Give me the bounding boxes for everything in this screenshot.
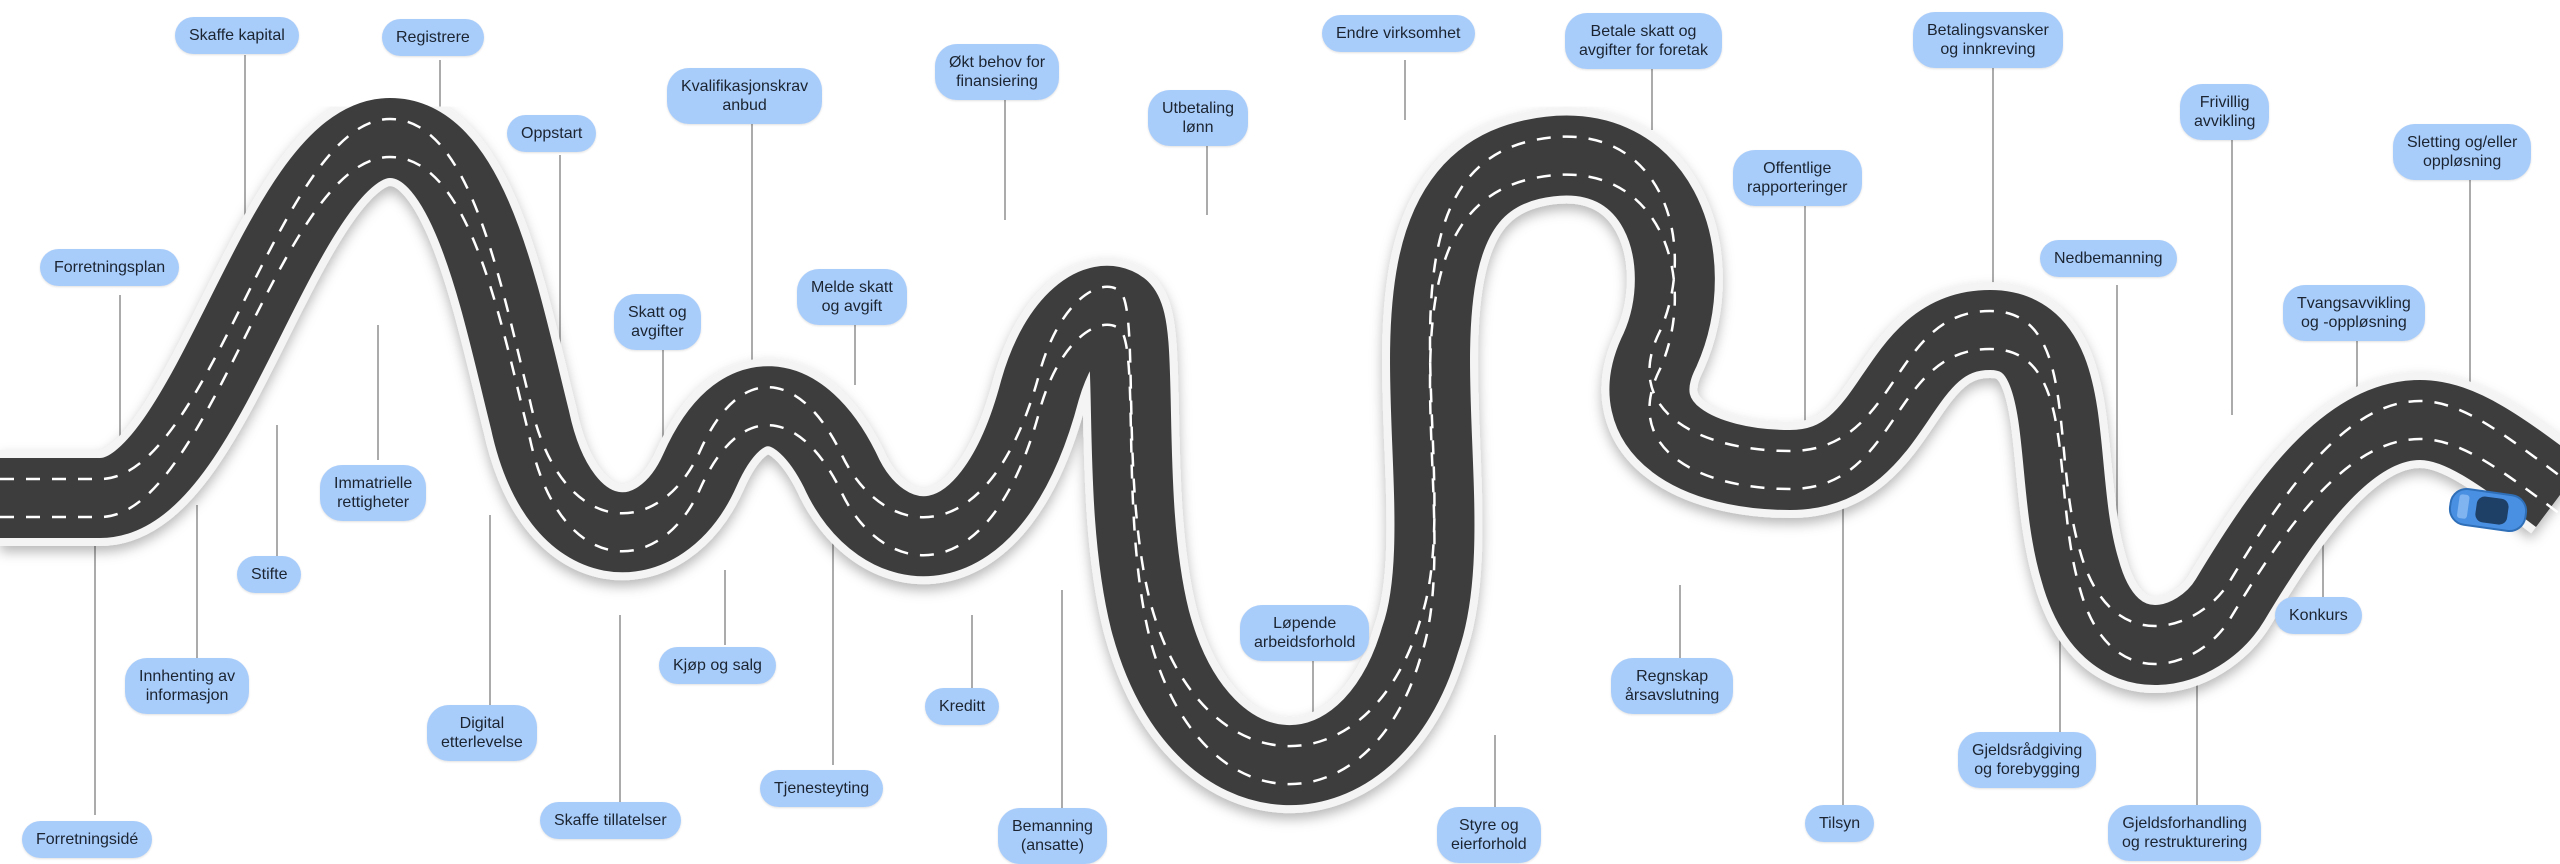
tag-registrere: Registrere bbox=[382, 19, 484, 56]
tag-forretningsplan: Forretningsplan bbox=[40, 249, 179, 286]
road-surface bbox=[0, 138, 2560, 765]
tag-stifte: Stifte bbox=[237, 556, 301, 593]
tag-bemanning: Bemanning(ansatte) bbox=[998, 808, 1107, 864]
tag-skaffe-kapital: Skaffe kapital bbox=[175, 17, 299, 54]
tag-kjop-salg: Kjøp og salg bbox=[659, 647, 776, 684]
tag-konkurs: Konkurs bbox=[2275, 597, 2362, 634]
tag-endre-virksomhet: Endre virksomhet bbox=[1322, 15, 1475, 52]
tag-tilsyn: Tilsyn bbox=[1805, 805, 1874, 842]
tag-forretningside: Forretningsidé bbox=[22, 821, 152, 858]
tag-oppstart: Oppstart bbox=[507, 115, 596, 152]
tag-skaffe-tillatelser: Skaffe tillatelser bbox=[540, 802, 681, 839]
tag-tjenesteyting: Tjenesteyting bbox=[760, 770, 883, 807]
road bbox=[0, 119, 2560, 784]
tag-nedbemanning: Nedbemanning bbox=[2040, 240, 2177, 277]
tag-kreditt: Kreditt bbox=[925, 688, 999, 725]
